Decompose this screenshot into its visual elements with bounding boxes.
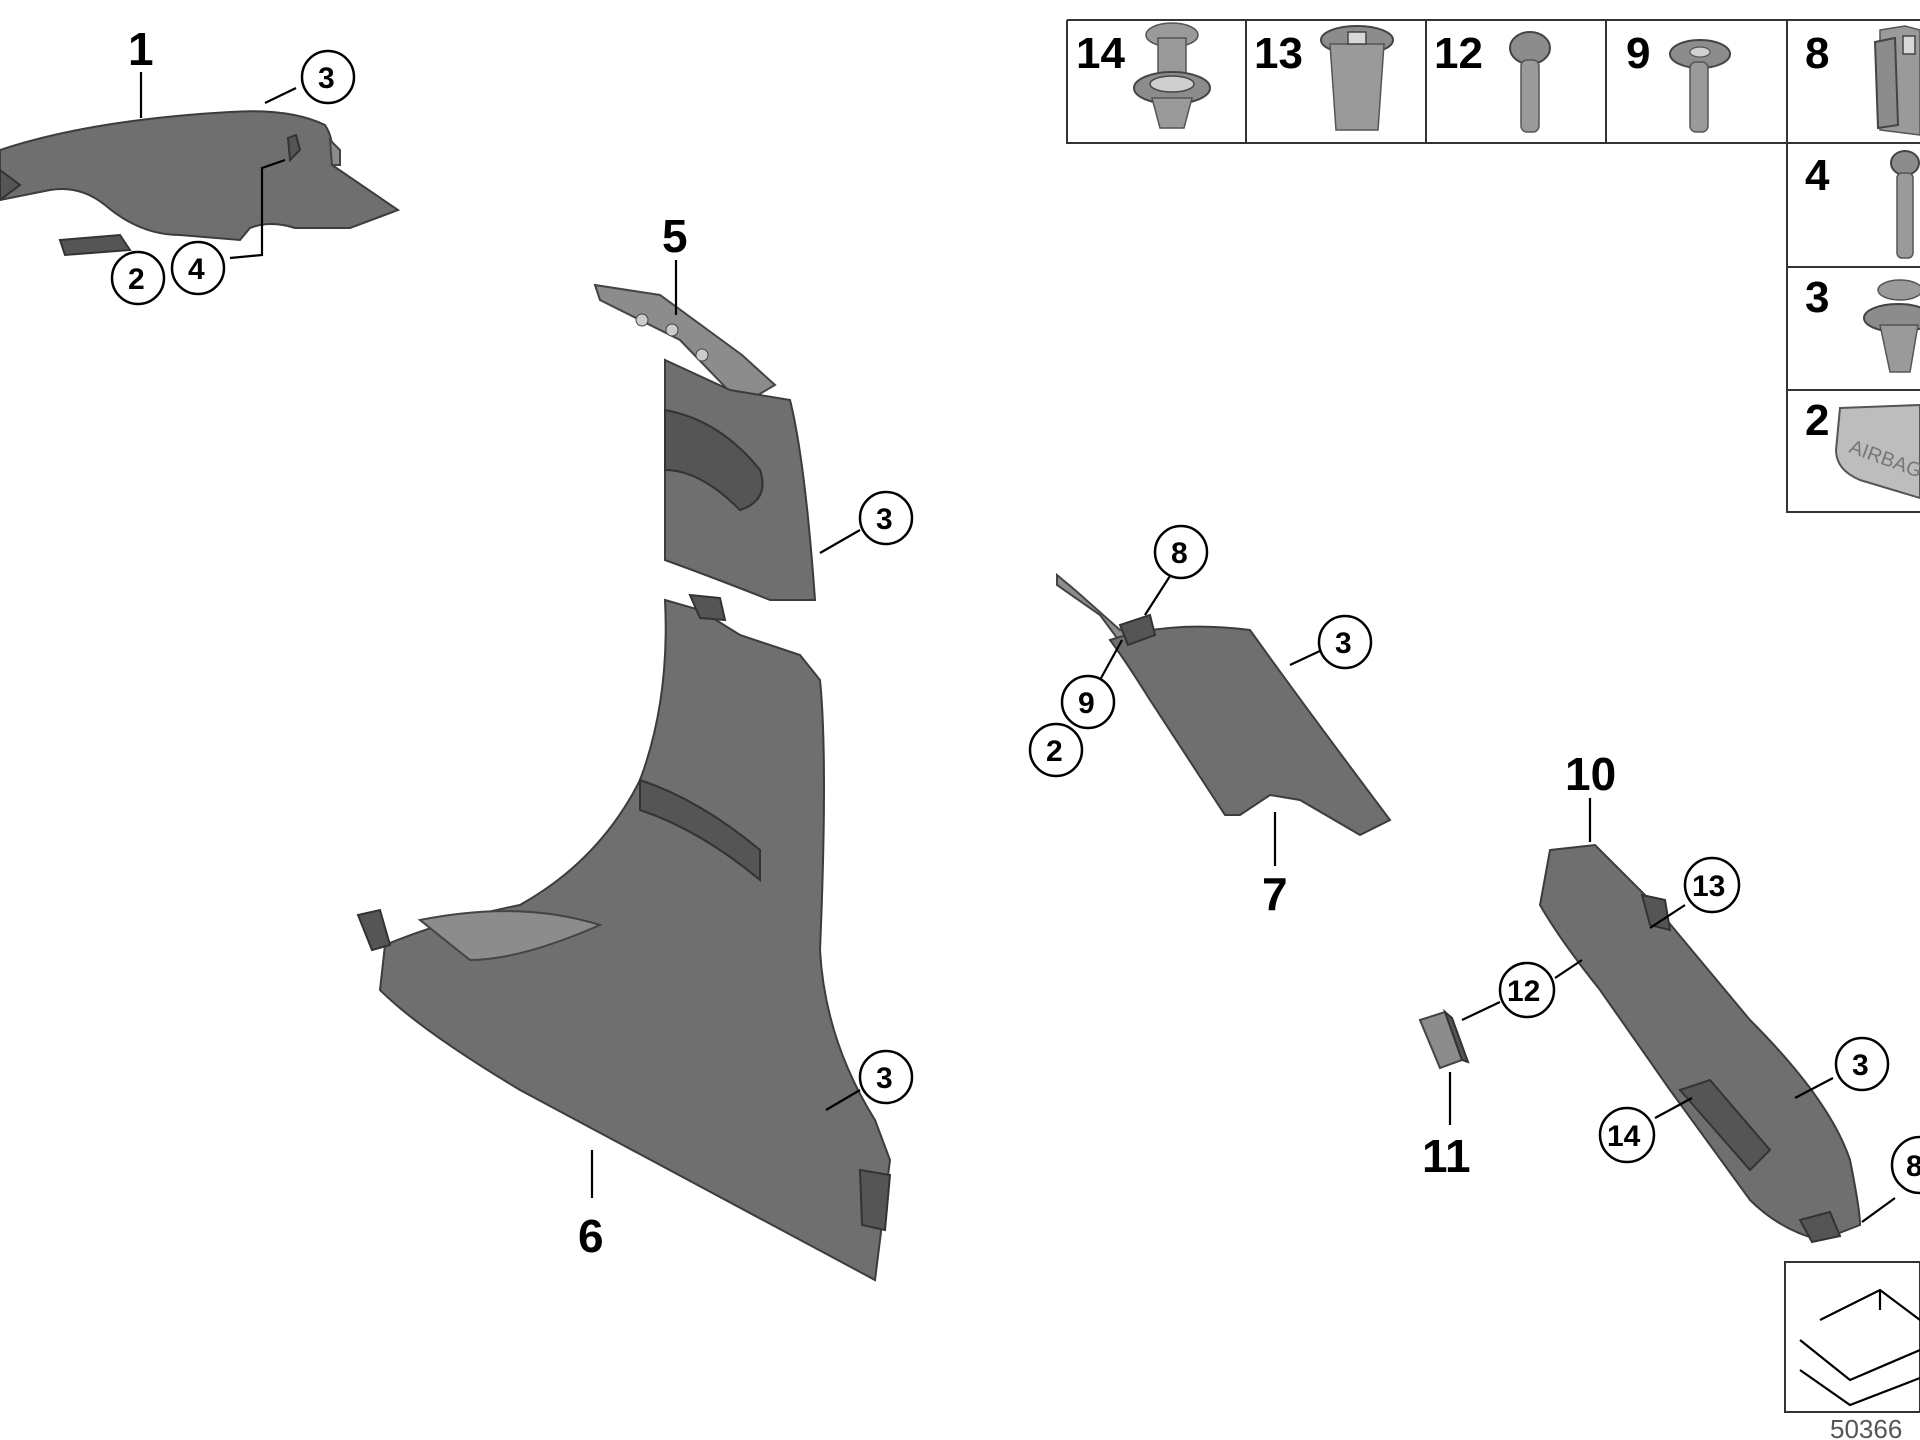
hardware-label-14: 14 xyxy=(1076,29,1125,78)
hardware-label-4: 4 xyxy=(1805,151,1830,200)
callout-2-part7-bubble xyxy=(1028,722,1084,778)
callout-3-part7: 3 xyxy=(1335,627,1352,660)
airbag-badge-icon: AIRBAG xyxy=(1834,403,1920,500)
callout-13-part10-bubble xyxy=(1683,856,1741,914)
callout-4-part1-bubble xyxy=(170,240,226,296)
callout-3-part10: 3 xyxy=(1852,1049,1869,1082)
hardware-label-3: 3 xyxy=(1805,273,1829,322)
part-11-insert xyxy=(1418,1008,1470,1070)
callout-11: 11 xyxy=(1422,1130,1471,1182)
hardware-label-12: 12 xyxy=(1434,29,1483,78)
callout-8-part7: 8 xyxy=(1171,537,1188,570)
part-6-lower-pillar xyxy=(356,593,892,1282)
callout-6: 6 xyxy=(578,1210,604,1262)
spring-clip-icon xyxy=(1873,25,1920,136)
orientation-icon xyxy=(1784,1261,1920,1413)
long-screw-icon xyxy=(1890,150,1920,259)
callout-9-part7-bubble xyxy=(1060,674,1116,730)
document-number: 50366 xyxy=(1830,1414,1902,1440)
hardware-label-2: 2 xyxy=(1805,396,1829,445)
callout-2-part1: 2 xyxy=(128,263,145,296)
callout-8-part10: 8 xyxy=(1906,1150,1920,1183)
screw-icon xyxy=(1509,31,1551,133)
callout-4-part1: 4 xyxy=(188,253,205,286)
callout-13-part10: 13 xyxy=(1692,870,1725,903)
hardware-table: 14 13 12 9 8 4 3 2 xyxy=(1066,19,1920,513)
callout-5: 5 xyxy=(662,210,688,262)
part-10-rear-strip xyxy=(1538,843,1862,1244)
part-5-upper-pillar xyxy=(593,283,817,601)
flange-screw-icon xyxy=(1669,39,1731,133)
callout-3-part5-bubble xyxy=(858,490,914,546)
callout-2-part7: 2 xyxy=(1046,735,1063,768)
nut-clip-icon xyxy=(1320,25,1394,131)
callout-9-part7: 9 xyxy=(1078,687,1095,720)
callout-12-part10: 12 xyxy=(1507,975,1540,1008)
callout-3-part7-bubble xyxy=(1317,614,1373,670)
callout-3-part5: 3 xyxy=(876,503,893,536)
plastic-clip-icon xyxy=(1863,279,1920,373)
hardware-label-13: 13 xyxy=(1254,29,1303,78)
callout-2-part1-bubble xyxy=(110,250,166,306)
callout-7: 7 xyxy=(1262,868,1288,920)
part-7-c-pillar xyxy=(1056,572,1392,837)
callout-10: 10 xyxy=(1565,748,1616,800)
hardware-label-8: 8 xyxy=(1805,29,1829,78)
callout-3-part1: 3 xyxy=(318,62,335,95)
callout-8-part7-bubble xyxy=(1153,524,1209,580)
callout-3-part6-bubble xyxy=(858,1049,914,1105)
push-rivet-icon xyxy=(1133,22,1211,129)
callout-14-part10-bubble xyxy=(1598,1106,1656,1164)
hardware-label-9: 9 xyxy=(1626,29,1650,78)
callout-1: 1 xyxy=(128,23,154,75)
callout-3-part10-bubble xyxy=(1834,1036,1890,1092)
callout-8-part10-bubble xyxy=(1890,1135,1920,1195)
callout-14-part10: 14 xyxy=(1607,1120,1641,1153)
callout-3-part1-bubble xyxy=(300,49,356,105)
callout-3-part6: 3 xyxy=(876,1062,893,1095)
callout-12-part10-bubble xyxy=(1498,961,1556,1019)
part-1-trim xyxy=(0,110,401,257)
